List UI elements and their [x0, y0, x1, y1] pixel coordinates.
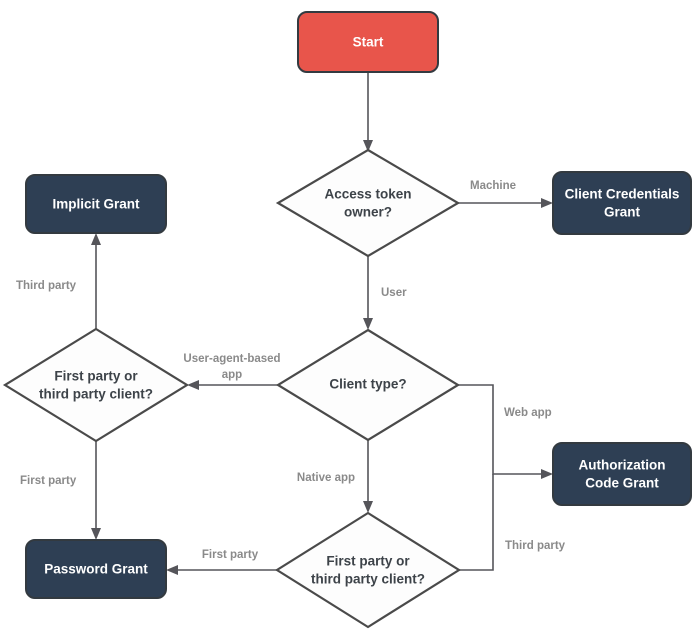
edge-label-first-party-bottom: First party: [202, 549, 259, 561]
nodes-layer: Start Access token owner? Client Credent…: [2, 11, 692, 629]
edge-user-agent-to-left-decision: [187, 380, 278, 390]
edges-layer: [91, 72, 553, 575]
edge-label-user-agent-line1: User-agent-based: [183, 353, 280, 365]
edge-first-party-to-password-grant-bottom: [166, 565, 277, 575]
node-access-token-owner-shape[interactable]: [275, 148, 461, 258]
edge-native-app-to-bottom-decision: [363, 440, 373, 513]
node-implicit-grant[interactable]: Implicit Grant: [25, 174, 167, 234]
edge-start-to-access-token-owner: [363, 72, 373, 152]
node-password-grant-shape[interactable]: [25, 539, 167, 599]
edge-third-party-to-implicit-grant: [91, 233, 101, 329]
node-start-shape[interactable]: [297, 11, 439, 73]
edge-label-web-app: Web app: [504, 407, 552, 419]
node-password-grant[interactable]: Password Grant: [25, 539, 167, 599]
node-client-type-shape[interactable]: [275, 328, 461, 442]
node-access-token-owner[interactable]: Access token owner?: [275, 148, 461, 258]
node-first-or-third-party-left-shape[interactable]: [2, 327, 190, 443]
node-authorization-code-grant[interactable]: Authorization Code Grant: [552, 442, 692, 506]
node-start[interactable]: Start: [297, 11, 439, 73]
node-implicit-grant-shape[interactable]: [25, 174, 167, 234]
edge-label-third-party-bottom: Third party: [505, 540, 566, 552]
edge-web-app-to-authorization-code: [458, 384, 553, 479]
node-first-or-third-party-left[interactable]: First party or third party client?: [2, 327, 190, 443]
edge-label-machine: Machine: [470, 180, 516, 192]
edge-label-user: User: [381, 287, 407, 299]
node-client-type[interactable]: Client type?: [275, 328, 461, 442]
edge-first-party-to-password-grant-left: [91, 441, 101, 540]
edge-label-third-party-left: Third party: [16, 280, 77, 292]
edge-label-native-app: Native app: [297, 472, 355, 484]
edge-label-user-agent-line2: app: [222, 369, 242, 381]
node-client-credentials-grant[interactable]: Client Credentials Grant: [552, 171, 692, 235]
edge-machine-to-client-credentials: [458, 198, 553, 208]
edge-label-first-party-left: First party: [20, 475, 77, 487]
node-client-credentials-grant-shape[interactable]: [552, 171, 692, 235]
edge-labels-layer: Machine User User-agent-based app Web ap…: [16, 180, 566, 561]
node-first-or-third-party-bottom-shape[interactable]: [274, 511, 462, 629]
node-first-or-third-party-bottom[interactable]: First party or third party client?: [274, 511, 462, 629]
node-authorization-code-grant-shape[interactable]: [552, 442, 692, 506]
edge-user-to-client-type: [363, 256, 373, 330]
edge-third-party-to-authorization-code: [459, 474, 494, 571]
